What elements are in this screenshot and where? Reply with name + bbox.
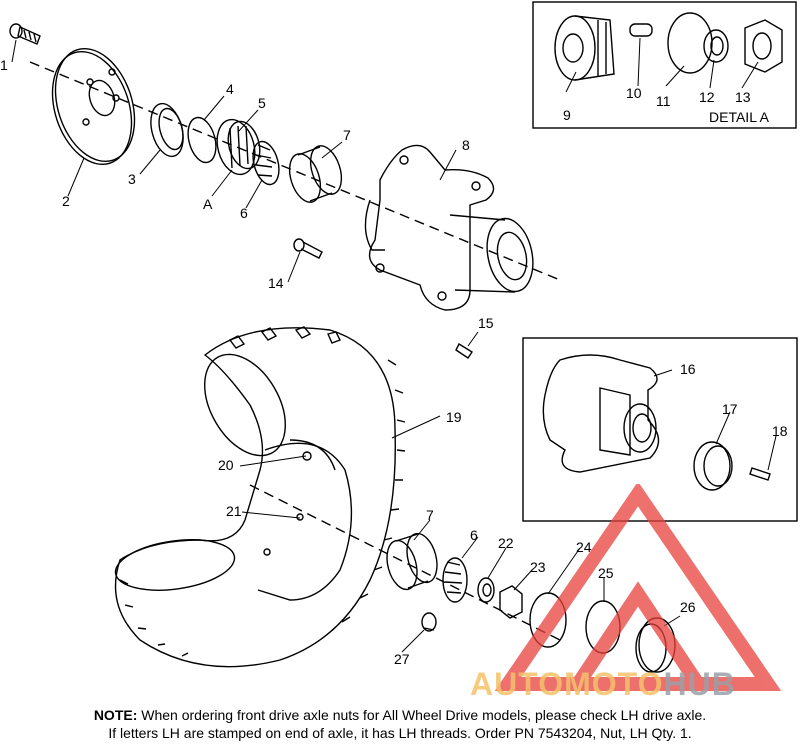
washer-part-12 (703, 29, 729, 63)
callout-22: 22 (498, 535, 514, 551)
tapered-bearing-part-6-lower (442, 557, 468, 603)
stud-part-14 (293, 238, 323, 259)
callout-23: 23 (530, 559, 546, 575)
wheel-hub-part-8 (364, 144, 534, 311)
bolt-part-1 (9, 23, 41, 45)
callout-8: 8 (462, 137, 470, 153)
callout-12: 12 (699, 89, 715, 105)
bearing-assembly-part-5 (216, 118, 261, 176)
o-ring-part-24 (529, 592, 567, 648)
rim-part-20-21 (257, 439, 353, 601)
callout-1: 1 (0, 57, 8, 73)
callout-24: 24 (576, 539, 592, 555)
nut-part-23 (499, 585, 523, 619)
valve-stem-part-27 (421, 612, 437, 632)
automotohub-logo (494, 484, 782, 691)
callout-6: 6 (240, 205, 248, 221)
callout-2: 2 (62, 193, 70, 209)
callout-7: 7 (343, 127, 351, 143)
note-text-1: When ordering front drive axle nuts for … (141, 707, 707, 723)
bearing-cup-part-7-lower (386, 532, 438, 591)
callout-17: 17 (722, 401, 738, 417)
callout-27: 27 (394, 651, 410, 667)
callout-5: 5 (258, 95, 266, 111)
nut-part-13 (744, 19, 783, 73)
fitting-part-15 (455, 343, 473, 359)
hub-variant-part-16 (542, 354, 660, 473)
callout-4: 4 (226, 81, 234, 97)
cotter-pin-part-10 (629, 23, 653, 37)
callout-11: 11 (656, 93, 671, 109)
leader-lines (11, 37, 777, 653)
seal-part-3 (150, 102, 184, 158)
note-line-1: NOTE: When ordering front drive axle nut… (0, 706, 800, 724)
callout-9: 9 (563, 107, 571, 123)
callout-20: 20 (218, 457, 234, 473)
brake-disc-part-2 (51, 47, 136, 166)
callout-21: 21 (226, 503, 242, 519)
ring-part-4 (187, 116, 217, 164)
watermark-moto: MOTO (564, 666, 664, 702)
washer-part-22 (477, 577, 495, 603)
flange-part-17 (693, 441, 733, 491)
axis-line (249, 484, 561, 641)
note-text-2: If letters LH are stamped on end of axle… (108, 725, 692, 741)
bearing-cup-part-7 (288, 145, 343, 203)
callout-6-lower: 6 (470, 527, 478, 543)
tire-bead-ring (204, 353, 286, 457)
note-label: NOTE: (93, 707, 138, 723)
detail-a-label: DETAIL A (709, 109, 769, 125)
washer-part-11 (667, 12, 713, 74)
castle-nut-part-9 (554, 15, 615, 81)
bolt-part-18 (749, 467, 771, 481)
tire-part-19 (114, 326, 406, 668)
callout-18: 18 (772, 423, 788, 439)
tapered-bearing-part-6 (252, 140, 280, 186)
watermark-text: AUTOMOTOHUB (470, 666, 736, 703)
detail-a-box (532, 1, 797, 129)
callout-7-lower: 7 (426, 507, 434, 523)
callout-25: 25 (598, 565, 614, 581)
callout-3: 3 (128, 171, 136, 187)
callout-13: 13 (735, 89, 751, 105)
watermark-auto: AUTO (470, 666, 565, 702)
callout-14: 14 (268, 275, 284, 291)
callout-10: 10 (626, 85, 642, 101)
callout-A: A (203, 196, 213, 212)
callout-19: 19 (446, 409, 462, 425)
note-line-2: If letters LH are stamped on end of axle… (0, 724, 800, 742)
tire-bead-ring (114, 539, 236, 591)
callout-15: 15 (478, 315, 494, 331)
ordering-note: NOTE: When ordering front drive axle nut… (0, 706, 800, 742)
callout-26: 26 (680, 599, 696, 615)
watermark-hub: HUB (663, 666, 736, 702)
callout-16: 16 (680, 361, 696, 377)
